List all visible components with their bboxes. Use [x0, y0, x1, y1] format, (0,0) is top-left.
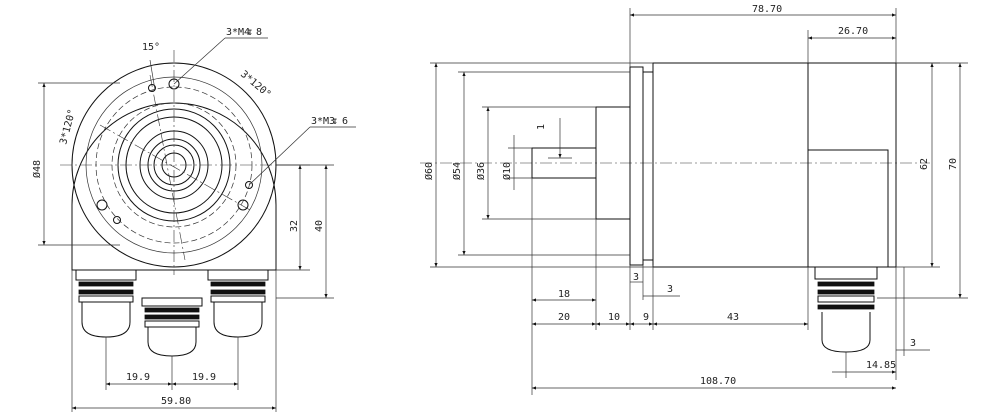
- m3-leader: [248, 126, 311, 186]
- angle-15-line: [149, 59, 156, 91]
- cable-gland-side: [814, 266, 878, 353]
- dim-40-label: 40: [314, 220, 325, 232]
- m3-hole-top: [148, 84, 156, 92]
- main-body: [652, 62, 809, 268]
- m3-thread-label: 3*M3: [311, 116, 335, 127]
- front-housing-outline: [71, 102, 277, 271]
- dim-3a-label: 3: [633, 272, 639, 283]
- cable-gland-right: [207, 269, 269, 338]
- m3-depth-label: 6: [342, 116, 348, 127]
- rear-body: [807, 62, 897, 268]
- m4-hole-top: [168, 78, 180, 90]
- flange: [629, 66, 644, 266]
- cable-gland-center: [141, 297, 203, 357]
- dim-32-label: 32: [289, 220, 300, 232]
- dim-10b-label: 10: [608, 312, 620, 323]
- dim-62-label: 62: [919, 158, 930, 170]
- dim-19-9-left-label: 19.9: [126, 372, 150, 383]
- rear-inner-block: [807, 149, 889, 268]
- angle-15-label: 15°: [142, 42, 160, 53]
- dim-3c-label: 3: [910, 338, 916, 349]
- front-center-line-diag2: [149, 74, 186, 261]
- m4-thread-label: 3*M4: [226, 27, 250, 38]
- angle-120-right-label: 3*120°: [238, 69, 273, 101]
- front-view: 15° 3*M4 ↧ 8 3*120° 3*M3 ↧ 6 3*120° Ø48 …: [31, 27, 356, 412]
- dim-18-label: 18: [558, 289, 570, 300]
- front-center-line-diag: [99, 124, 251, 211]
- dim-26-70-label: 26.70: [838, 26, 868, 37]
- dim-48-label: Ø48: [31, 160, 43, 178]
- dim-70-label: 70: [948, 158, 959, 170]
- m4-depth-icon: ↧: [247, 27, 253, 38]
- m3-hole-right: [245, 181, 253, 189]
- m4-leader: [173, 37, 226, 85]
- dim-59-80-label: 59.80: [161, 396, 191, 407]
- flange-lip: [642, 71, 654, 261]
- dim-78-70-label: 78.70: [752, 4, 782, 15]
- m4-hole-right: [237, 199, 249, 211]
- m4-depth-label: 8: [256, 27, 262, 38]
- m3-hole-left: [113, 216, 121, 224]
- dim-19-9-right-label: 19.9: [192, 372, 216, 383]
- dim-20-label: 20: [558, 312, 570, 323]
- dim-1-label: 1: [536, 124, 547, 130]
- dim-43-label: 43: [727, 312, 739, 323]
- dim-60-label: Ø60: [423, 162, 435, 180]
- dim-3b-label: 3: [667, 284, 673, 295]
- cable-gland-left: [75, 269, 137, 338]
- side-view: 78.70 26.70 Ø60 Ø54 Ø36 Ø10 1 62: [420, 4, 968, 395]
- dim-54-label: Ø54: [451, 162, 463, 180]
- dim-9-label: 9: [643, 312, 649, 323]
- dim-14-85-label: 14.85: [866, 360, 896, 371]
- m3-depth-icon: ↧: [332, 116, 338, 127]
- m4-hole-left: [96, 199, 108, 211]
- dim-10-label: Ø10: [501, 162, 513, 180]
- dim-108-70-label: 108.70: [700, 376, 736, 387]
- dim-36-label: Ø36: [475, 162, 487, 180]
